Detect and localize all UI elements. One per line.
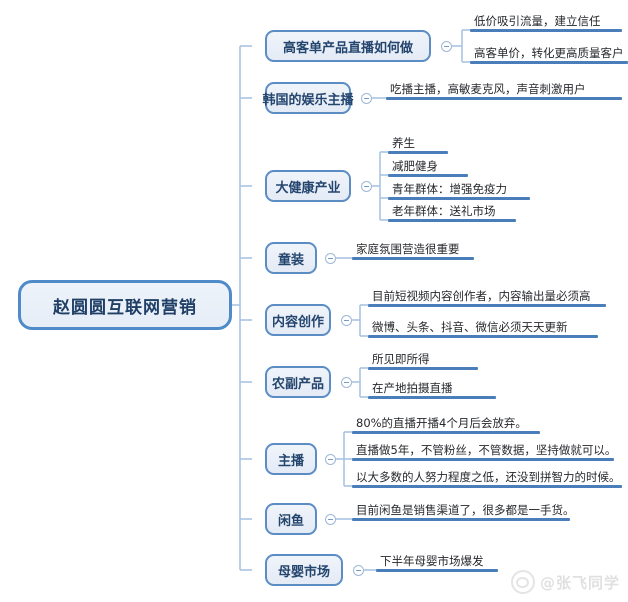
collapse-toggle-8[interactable]	[353, 565, 364, 576]
leaf-1-0[interactable]: 吃播主播，高敏麦克风，声音刺激用户	[386, 82, 622, 100]
collapse-toggle-6[interactable]	[325, 454, 336, 465]
branch-node-7-label: 闲鱼	[277, 513, 304, 529]
leaf-5-0-label: 所见即所得	[372, 352, 430, 366]
leaf-6-1[interactable]: 直播做5年，不管粉丝，不管数据，坚持做就可以。	[352, 443, 617, 461]
leaf-2-0-label: 养生	[392, 136, 415, 150]
leaf-0-0[interactable]: 低价吸引流量，建立信任	[470, 14, 622, 32]
collapse-toggle-5[interactable]	[341, 377, 352, 388]
branch-node-4[interactable]: 内容创作	[265, 304, 331, 336]
leaf-1-0-label: 吃播主播，高敏麦克风，声音刺激用户	[390, 82, 586, 96]
leaf-1-0-rule	[386, 97, 622, 100]
leaf-4-1-label: 微博、头条、抖音、微信必须天天更新	[372, 320, 568, 334]
branch-node-1[interactable]: 韩国的娱乐主播	[262, 82, 354, 114]
branch-node-7[interactable]: 闲鱼	[265, 503, 317, 535]
leaf-0-0-rule	[470, 29, 622, 32]
leaf-6-2[interactable]: 以大多数的人努力程度之低，还没到拼智力的时候。	[352, 470, 622, 488]
branch-node-5[interactable]: 农副产品	[265, 366, 331, 398]
leaf-2-1-label: 减肥健身	[392, 159, 438, 173]
leaf-2-0[interactable]: 养生	[388, 136, 448, 154]
leaf-2-2[interactable]: 青年群体：增强免疫力	[388, 182, 530, 200]
watermark: @张飞同学	[510, 570, 620, 594]
leaf-6-0[interactable]: 80%的直播开播4个月后会放弃。	[352, 416, 540, 434]
leaf-5-1-rule	[368, 396, 496, 399]
collapse-toggle-1[interactable]	[361, 93, 372, 104]
root-node[interactable]: 赵圆圆互联网营销	[18, 280, 232, 330]
leaf-6-0-label: 80%的直播开播4个月后会放弃。	[356, 416, 527, 430]
branch-node-4-label: 内容创作	[272, 314, 325, 330]
leaf-3-0-rule	[352, 257, 474, 260]
leaf-7-0[interactable]: 目前闲鱼是销售渠道了，很多都是一手货。	[352, 503, 575, 521]
leaf-4-0-label: 目前短视频内容创作者，内容输出量必须高	[372, 289, 591, 303]
leaf-6-2-rule	[352, 485, 622, 488]
leaf-7-0-rule	[352, 518, 570, 521]
leaf-6-1-rule	[352, 458, 614, 461]
leaf-2-2-label: 青年群体：增强免疫力	[392, 182, 507, 196]
leaf-2-2-rule	[388, 197, 530, 200]
collapse-toggle-3[interactable]	[325, 253, 336, 264]
branch-node-3[interactable]: 童装	[265, 242, 317, 274]
branch-node-2-label: 大健康产业	[275, 180, 341, 196]
watermark-handle: @张飞同学	[539, 573, 620, 592]
root-node-label: 赵圆圆互联网营销	[53, 297, 197, 318]
leaf-7-0-label: 目前闲鱼是销售渠道了，很多都是一手货。	[356, 503, 575, 517]
leaf-2-3-label: 老年群体：送礼市场	[392, 204, 496, 218]
collapse-toggle-7[interactable]	[325, 514, 336, 525]
leaf-6-2-label: 以大多数的人努力程度之低，还没到拼智力的时候。	[356, 470, 621, 484]
leaf-5-0[interactable]: 所见即所得	[368, 352, 478, 370]
leaf-0-1-rule	[470, 61, 628, 64]
leaf-3-0[interactable]: 家庭氛围营造很重要	[352, 242, 474, 260]
leaf-6-0-rule	[352, 431, 540, 434]
collapse-toggle-4[interactable]	[341, 315, 352, 326]
leaf-2-0-rule	[388, 151, 448, 154]
collapse-toggle-0[interactable]	[441, 41, 452, 52]
branch-node-5-label: 农副产品	[272, 376, 325, 392]
leaf-4-0[interactable]: 目前短视频内容创作者，内容输出量必须高	[368, 289, 606, 307]
leaf-8-0-rule	[376, 569, 498, 572]
leaf-8-0[interactable]: 下半年母婴市场爆发	[376, 554, 498, 572]
branch-node-8-label: 母婴市场	[277, 564, 330, 580]
leaf-2-1-rule	[388, 174, 468, 177]
weibo-icon	[510, 570, 535, 594]
branch-node-8[interactable]: 母婴市场	[265, 554, 343, 586]
leaf-2-1[interactable]: 减肥健身	[388, 159, 468, 177]
leaf-5-1-label: 在产地拍摄直播	[372, 381, 453, 395]
collapse-toggle-2[interactable]	[361, 181, 372, 192]
branch-node-2[interactable]: 大健康产业	[265, 170, 351, 202]
leaf-4-1[interactable]: 微博、头条、抖音、微信必须天天更新	[368, 320, 598, 338]
leaf-5-0-rule	[368, 367, 478, 370]
leaf-8-0-label: 下半年母婴市场爆发	[380, 554, 484, 568]
leaf-0-1-label: 高客单价，转化更高质量客户	[474, 46, 624, 60]
leaf-4-1-rule	[368, 335, 598, 338]
leaf-0-0-label: 低价吸引流量，建立信任	[474, 14, 601, 28]
branch-node-0[interactable]: 高客单产品直播如何做	[265, 30, 431, 62]
branch-node-0-label: 高客单产品直播如何做	[282, 40, 413, 56]
leaf-4-0-rule	[368, 304, 606, 307]
leaf-5-1[interactable]: 在产地拍摄直播	[368, 381, 496, 399]
leaf-3-0-label: 家庭氛围营造很重要	[356, 242, 460, 256]
leaf-2-3-rule	[388, 219, 516, 222]
branch-node-6[interactable]: 主播	[265, 443, 317, 475]
branch-node-1-label: 韩国的娱乐主播	[262, 92, 354, 108]
leaf-2-3[interactable]: 老年群体：送礼市场	[388, 204, 516, 222]
leaf-6-1-label: 直播做5年，不管粉丝，不管数据，坚持做就可以。	[356, 443, 617, 457]
branch-node-6-label: 主播	[277, 453, 304, 469]
leaf-0-1[interactable]: 高客单价，转化更高质量客户	[470, 46, 628, 64]
branch-node-3-label: 童装	[277, 252, 304, 268]
